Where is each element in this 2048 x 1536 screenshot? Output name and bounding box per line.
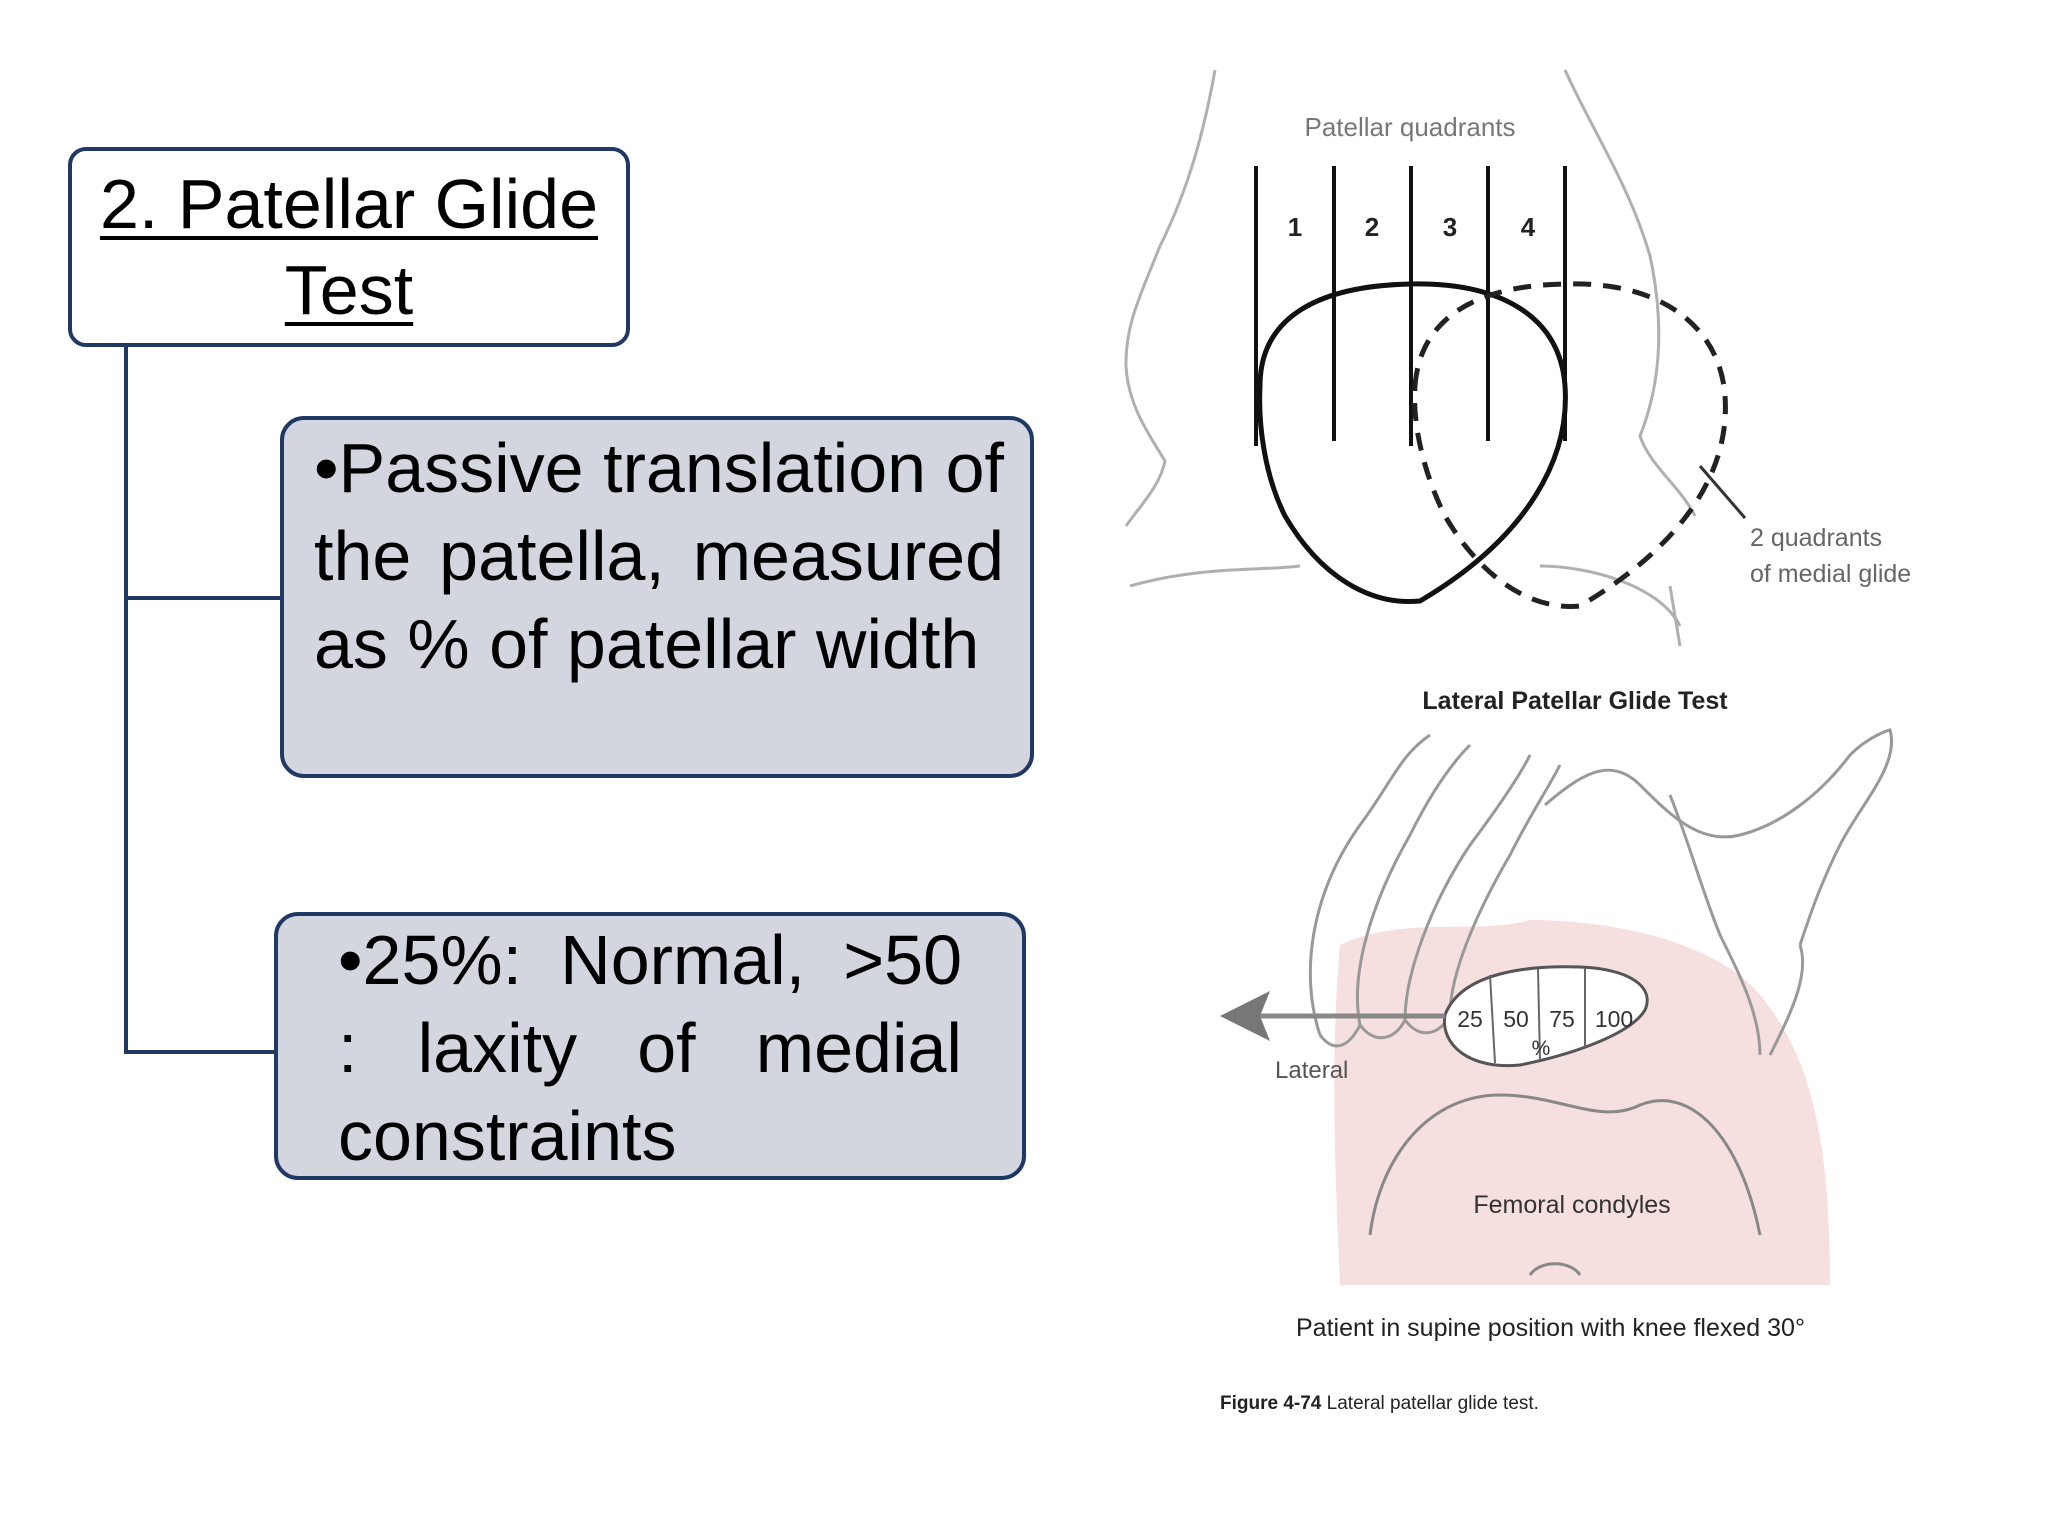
connector-branch-2 [124,1050,276,1054]
bullet-text-grading: •25%: Normal, >50 : laxity of medial con… [338,921,962,1175]
bullet-box-grading: •25%: Normal, >50 : laxity of medial con… [274,912,1026,1180]
figure-caption-number: Figure 4-74 [1220,1393,1322,1414]
title-line-2: Test [284,251,414,329]
figure-caption-text: Lateral patellar glide test. [1321,1393,1539,1414]
lateral-glide-drawing: Lateral Patellar Glide Test 25 50 75 100… [1220,687,1893,1414]
bullet-box-translation: •Passive translation of the patella, mea… [280,416,1034,778]
figure-lateral-glide: Lateral Patellar Glide Test 25 50 75 100… [1200,675,1920,1435]
callout-line-2: of medial glide [1750,560,1911,588]
connector-vertical [124,347,128,1052]
lateral-label: Lateral [1275,1057,1348,1084]
scale-unit: % [1532,1037,1551,1060]
glide-test-title: Lateral Patellar Glide Test [1422,687,1728,715]
title-box: 2. Patellar Glide Test [68,147,630,347]
quadrant-label-2: 2 [1365,212,1379,242]
title-line-1: 2. Patellar Glide [99,165,599,243]
scale-value-25: 25 [1457,1006,1483,1032]
quadrant-label-1: 1 [1288,212,1302,242]
position-note: Patient in supine position with knee fle… [1296,1314,1805,1342]
quadrants-heading: Patellar quadrants [1304,112,1515,142]
svg-text:Figure 4-74 Lateral patellar g: Figure 4-74 Lateral patellar glide test. [1220,1393,1539,1414]
scale-value-100: 100 [1595,1006,1633,1032]
quadrant-label-4: 4 [1521,212,1536,242]
callout-line-1: 2 quadrants [1750,524,1882,552]
bullet-text-translation: •Passive translation of the patella, mea… [314,429,1004,683]
femoral-condyles-label: Femoral condyles [1473,1191,1670,1219]
quadrants-drawing: Patellar quadrants 1 2 3 4 2 quadrants o… [1124,69,1911,646]
scale-value-50: 50 [1503,1006,1529,1032]
connector-branch-1 [124,596,282,600]
quadrant-label-3: 3 [1443,212,1457,242]
figure-patellar-quadrants: Patellar quadrants 1 2 3 4 2 quadrants o… [1120,66,1960,646]
scale-value-75: 75 [1549,1006,1575,1032]
